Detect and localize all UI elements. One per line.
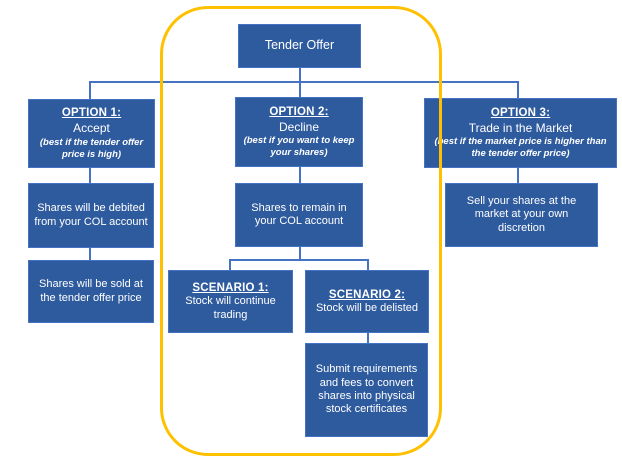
connector-option2-child1 xyxy=(299,167,301,183)
option2-header: OPTION 2: xyxy=(269,105,329,118)
connector-drop-option1 xyxy=(89,81,91,99)
connector-drop-option3 xyxy=(517,81,519,98)
option2-child1-text: Shares to remain in your COL account xyxy=(251,201,347,227)
connector-root-vertical xyxy=(299,68,301,82)
option1-note: (best if the tender offer price is high) xyxy=(39,136,144,160)
option1-title: Accept xyxy=(73,121,110,136)
option2-child1-box: Shares to remain in your COL account xyxy=(235,183,363,247)
connector-drop-option2 xyxy=(299,81,301,97)
connector-option1-child2 xyxy=(89,248,91,260)
scenario1-header: SCENARIO 1: xyxy=(192,282,269,295)
connector-drop-scenario1 xyxy=(229,259,231,270)
option1-child1-box: Shares will be debited from your COL acc… xyxy=(28,183,154,248)
scenario1-box: SCENARIO 1: Stock will continue trading xyxy=(168,270,293,333)
connector-top-horizontal xyxy=(89,81,519,83)
option1-child1-text: Shares will be debited from your COL acc… xyxy=(34,202,148,228)
connector-option1-child1 xyxy=(89,168,91,183)
tender-offer-label: Tender Offer xyxy=(264,38,335,53)
connector-option2-scenarios xyxy=(299,247,301,260)
scenario1-text: Stock will continue trading xyxy=(185,295,276,321)
option3-title: Trade in the Market xyxy=(468,120,573,135)
connector-drop-scenario2 xyxy=(367,259,369,270)
option2-box: OPTION 2: Decline (best if you want to k… xyxy=(235,97,363,167)
option2-note: (best if you want to keep your shares) xyxy=(243,135,355,159)
connector-scenarios-horizontal xyxy=(229,259,369,261)
scenario2-child-box: Submit requirements and fees to convert … xyxy=(305,343,428,437)
option3-child1-box: Sell your shares at the market at your o… xyxy=(445,183,598,247)
option3-note: (best if the market price is higher than… xyxy=(434,136,607,160)
scenario2-child-text: Submit requirements and fees to convert … xyxy=(315,363,418,416)
connector-option3-child1 xyxy=(517,168,519,183)
option1-child2-text: Shares will be sold at the tender offer … xyxy=(39,278,143,304)
option3-header: OPTION 3: xyxy=(490,106,551,119)
scenario2-text: Stock will be delisted xyxy=(315,301,419,314)
tender-offer-box: Tender Offer xyxy=(238,24,361,68)
option3-box: OPTION 3: Trade in the Market (best if t… xyxy=(424,98,617,168)
option1-child2-box: Shares will be sold at the tender offer … xyxy=(28,260,154,323)
connector-scenario2-child xyxy=(367,333,369,343)
option1-header: OPTION 1: xyxy=(61,107,122,120)
option2-title: Decline xyxy=(278,119,320,134)
option3-child1-text: Sell your shares at the market at your o… xyxy=(466,194,577,234)
scenario2-box: SCENARIO 2: Stock will be delisted xyxy=(305,270,429,333)
option1-box: OPTION 1: Accept (best if the tender off… xyxy=(28,99,155,168)
scenario2-header: SCENARIO 2: xyxy=(328,288,406,301)
